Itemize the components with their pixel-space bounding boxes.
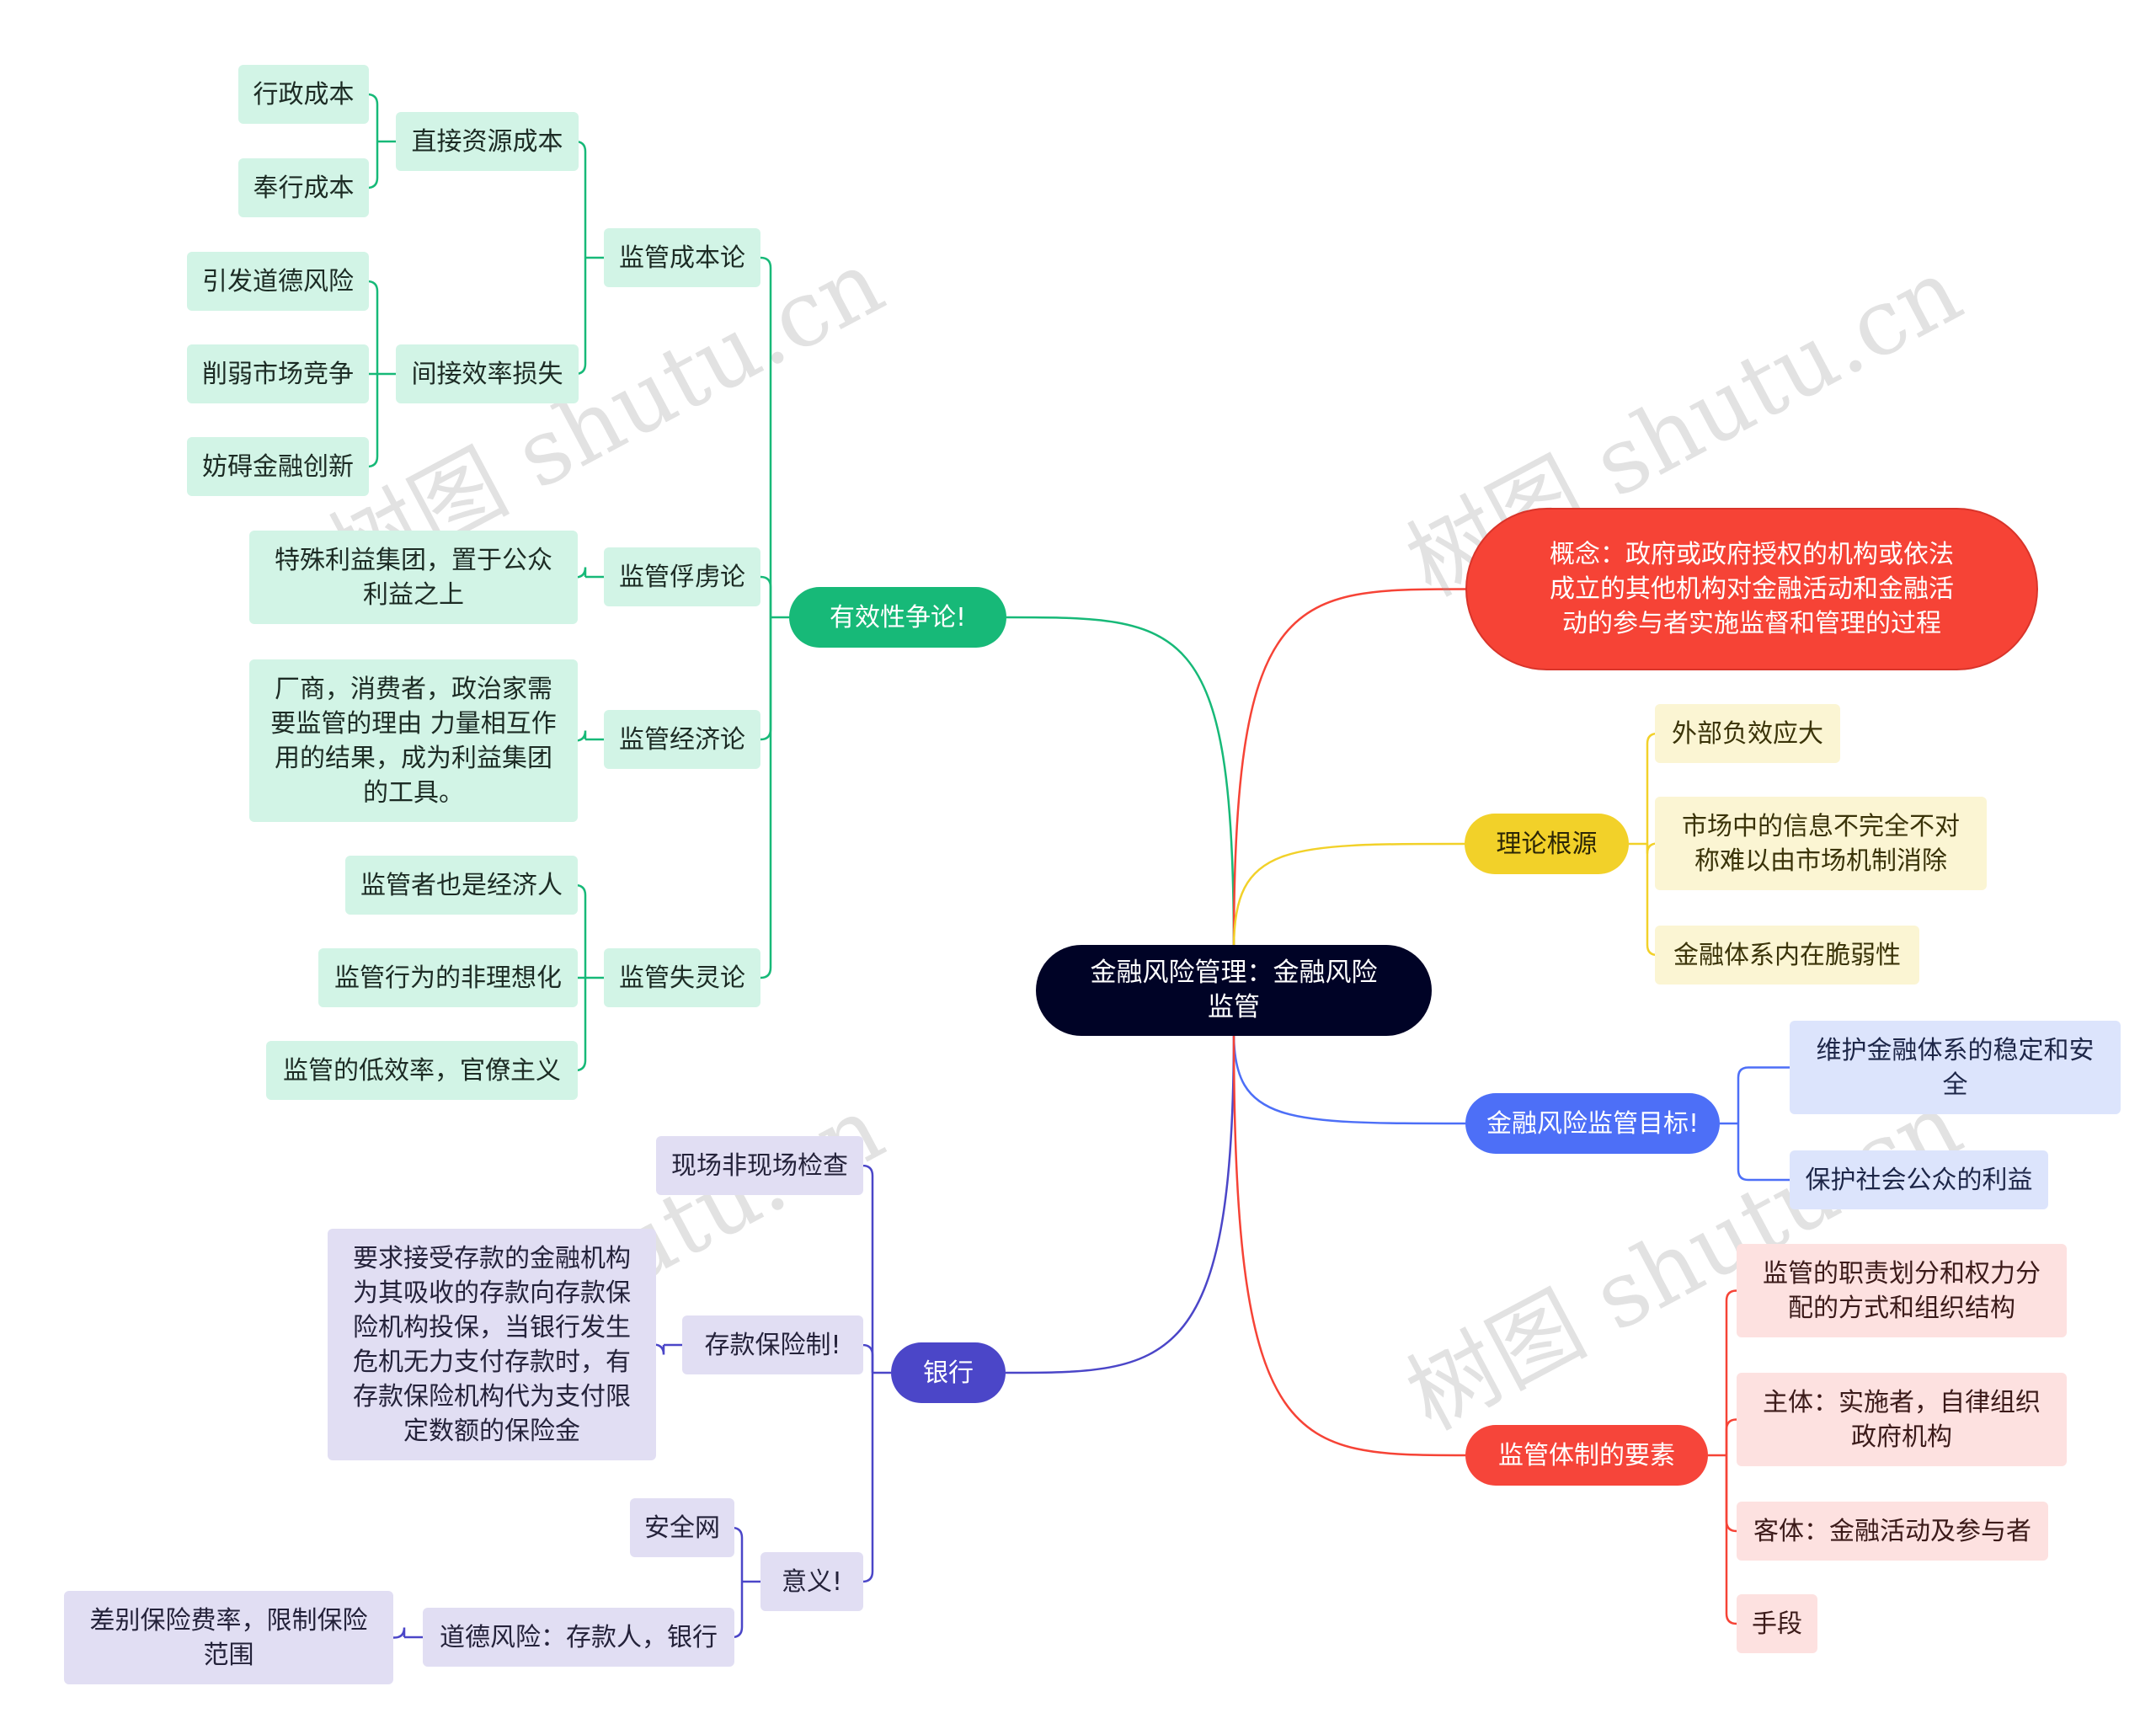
topic-regulatory-capture[interactable]: 监管俘虏论	[604, 547, 760, 606]
item-regulated-objects[interactable]: 客体：金融活动及参与者	[1737, 1502, 2048, 1561]
item-regulator-subjects[interactable]: 主体：实施者，自律组织 政府机构	[1737, 1373, 2067, 1466]
link-eff-2	[760, 617, 772, 741]
link-root-bank	[1005, 1032, 1235, 1374]
topic-deposit-insurance[interactable]: 存款保险制!	[682, 1315, 863, 1374]
link-moral2-0	[393, 1627, 406, 1639]
item-regulator-economic-agent[interactable]: 监管者也是经济人	[345, 856, 578, 915]
item-safety-net[interactable]: 安全网	[630, 1498, 734, 1557]
link-root-theory	[1232, 842, 1465, 949]
item-onsite-offsite-inspection[interactable]: 现场非现场检查	[656, 1136, 863, 1195]
item-moral-hazard[interactable]: 引发道德风险	[187, 252, 369, 311]
topic-regulation-cost[interactable]: 监管成本论	[604, 228, 760, 287]
topic-regulation-goals[interactable]: 金融风险监管目标!	[1465, 1093, 1720, 1154]
detail-differential-premium[interactable]: 差别保险费率，限制保险范围	[64, 1591, 393, 1684]
topic-indirect-efficiency-loss[interactable]: 间接效率损失	[396, 344, 579, 403]
link-root-goal	[1232, 1032, 1466, 1125]
item-protect-public-interest[interactable]: 保护社会公众的利益	[1790, 1150, 2048, 1209]
topic-bank[interactable]: 银行	[891, 1342, 1006, 1403]
item-non-ideal-behavior[interactable]: 监管行为的非理想化	[318, 948, 578, 1007]
link-root-concept	[1232, 588, 1466, 949]
link-bank-1	[862, 1343, 874, 1373]
topic-regulatory-system-elements[interactable]: 监管体制的要素	[1465, 1425, 1708, 1486]
link-sys-1	[1725, 1418, 1737, 1455]
item-hinder-innovation[interactable]: 妨碍金融创新	[187, 437, 369, 496]
item-weaken-competition[interactable]: 削弱市场竞争	[187, 344, 369, 403]
detail-regulation-economics[interactable]: 厂商，消费者，政治家需要监管的理由 力量相互作用的结果，成为利益集团的工具。	[249, 659, 578, 822]
link-goal-0	[1737, 1066, 1790, 1123]
detail-regulatory-capture[interactable]: 特殊利益集团，置于公众利益之上	[249, 531, 578, 624]
link-eff-0	[760, 256, 772, 617]
item-admin-cost[interactable]: 行政成本	[238, 65, 369, 124]
item-responsibility-division[interactable]: 监管的职责划分和权力分配的方式和组织结构	[1737, 1244, 2067, 1337]
link-root-effectiveness	[1006, 616, 1235, 949]
link-root-system	[1232, 1032, 1466, 1457]
topic-effectiveness-debate[interactable]: 有效性争论!	[789, 587, 1006, 648]
link-bank-0	[862, 1164, 874, 1373]
link-sys-0	[1725, 1289, 1737, 1455]
root-topic[interactable]: 金融风险管理：金融风险监管	[1036, 945, 1432, 1036]
topic-theoretical-roots[interactable]: 理论根源	[1465, 814, 1629, 874]
item-compliance-cost[interactable]: 奉行成本	[238, 158, 369, 217]
link-eff-1	[760, 575, 772, 617]
link-sys-3	[1725, 1455, 1737, 1625]
detail-deposit-insurance[interactable]: 要求接受存款的金融机构为其吸收的存款向存款保险机构投保，当银行发生危机无力支付存…	[328, 1229, 656, 1460]
item-means[interactable]: 手段	[1737, 1594, 1817, 1653]
topic-significance[interactable]: 意义!	[760, 1552, 863, 1611]
item-low-efficiency-bureaucracy[interactable]: 监管的低效率，官僚主义	[266, 1041, 578, 1100]
topic-direct-resource-cost[interactable]: 直接资源成本	[396, 112, 579, 171]
item-inherent-fragility[interactable]: 金融体系内在脆弱性	[1655, 926, 1919, 985]
link-goal-1	[1737, 1123, 1790, 1182]
link-eff-3	[760, 617, 772, 979]
link-bank-2	[862, 1373, 874, 1583]
topic-moral-hazard-depositor-bank[interactable]: 道德风险：存款人，银行	[423, 1608, 734, 1667]
concept-definition[interactable]: 概念：政府或政府授权的机构或依法成立的其他机构对金融活动和金融活动的参与者实施监…	[1465, 508, 2038, 670]
item-negative-externality[interactable]: 外部负效应大	[1655, 704, 1840, 763]
item-information-asymmetry[interactable]: 市场中的信息不完全不对称难以由市场机制消除	[1655, 797, 1987, 890]
item-maintain-stability[interactable]: 维护金融体系的稳定和安全	[1790, 1021, 2121, 1114]
topic-regulation-failure[interactable]: 监管失灵论	[604, 948, 760, 1007]
link-sys-2	[1725, 1455, 1737, 1533]
topic-regulation-economics[interactable]: 监管经济论	[604, 710, 760, 769]
